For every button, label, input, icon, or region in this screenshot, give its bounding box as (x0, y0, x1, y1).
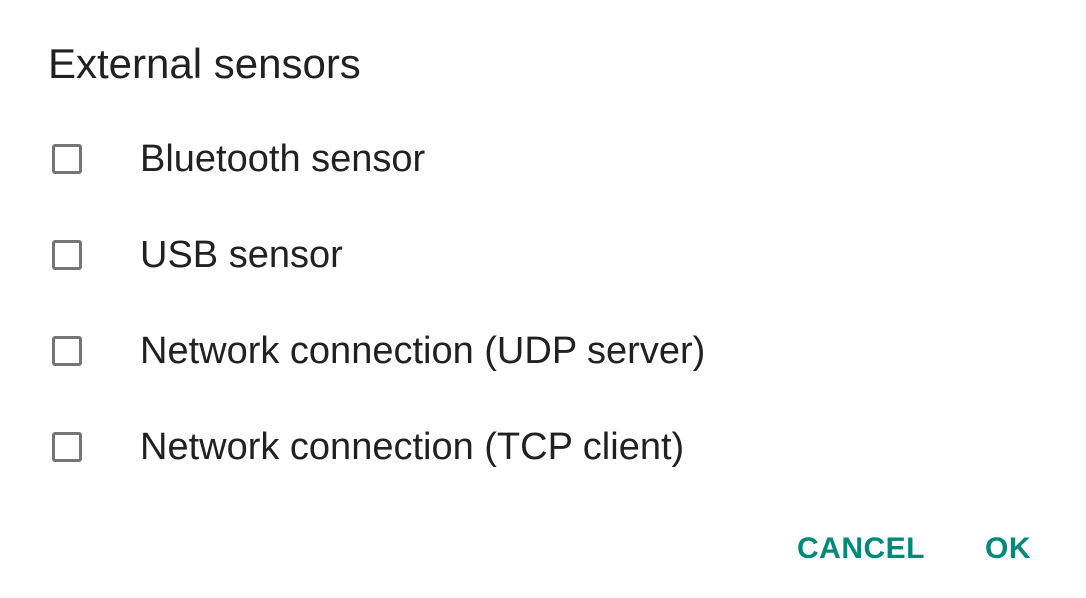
ok-button[interactable]: OK (985, 532, 1031, 565)
option-usb-sensor[interactable]: USB sensor (52, 225, 343, 285)
checkbox[interactable] (52, 240, 82, 270)
cancel-button[interactable]: CANCEL (797, 532, 925, 565)
checkbox[interactable] (52, 336, 82, 366)
option-label: USB sensor (140, 233, 343, 276)
dialog-title: External sensors (48, 40, 361, 87)
option-label: Network connection (UDP server) (140, 329, 706, 372)
option-bluetooth-sensor[interactable]: Bluetooth sensor (52, 129, 425, 189)
checkbox[interactable] (52, 432, 82, 462)
option-tcp-client[interactable]: Network connection (TCP client) (52, 417, 684, 477)
option-label: Bluetooth sensor (140, 137, 426, 180)
checkbox[interactable] (52, 144, 82, 174)
option-label: Network connection (TCP client) (140, 425, 685, 468)
option-udp-server[interactable]: Network connection (UDP server) (52, 321, 705, 381)
